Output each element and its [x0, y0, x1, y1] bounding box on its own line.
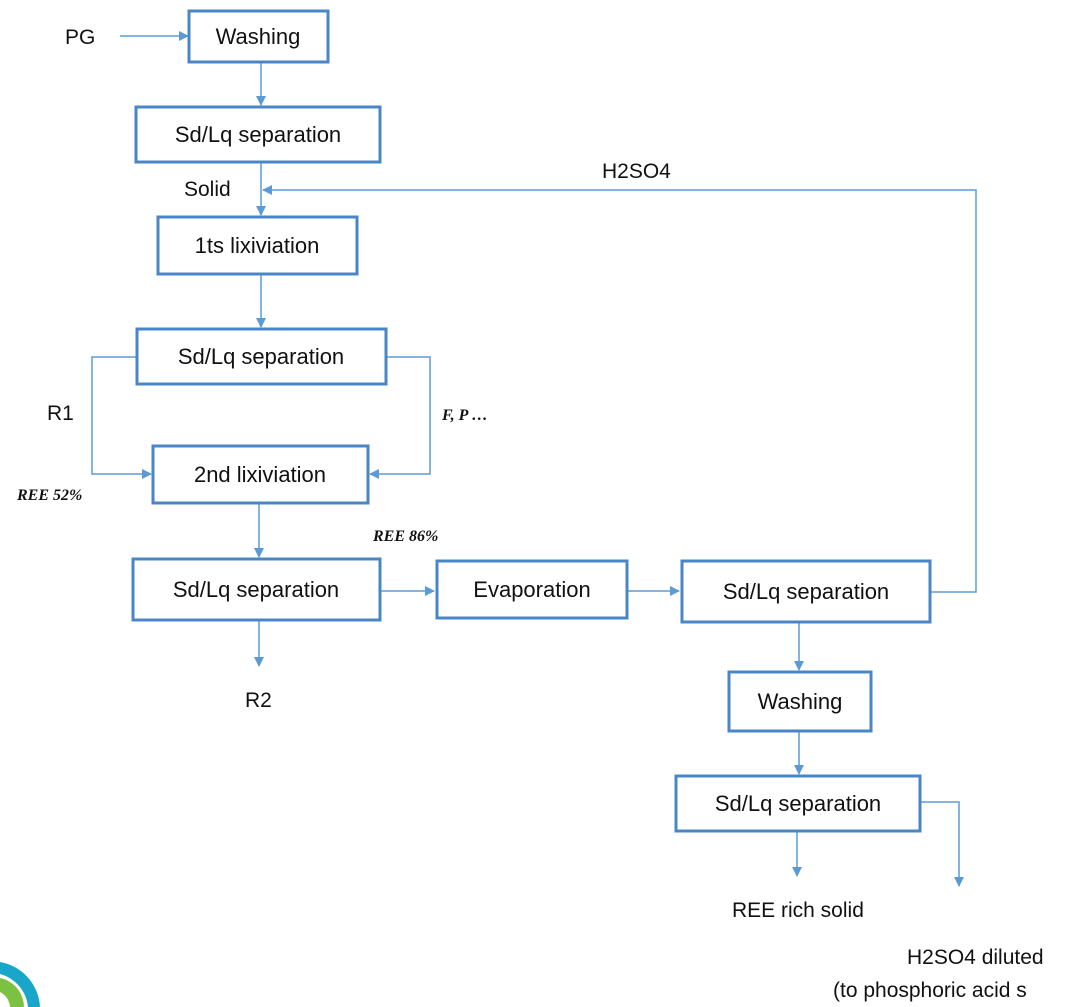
label-r1: R1	[47, 402, 74, 425]
node-2nd-lixiviation: 2nd lixiviation	[151, 444, 370, 505]
svg-text:1ts lixiviation: 1ts lixiviation	[195, 233, 320, 258]
svg-text:Sd/Lq separation: Sd/Lq separation	[715, 791, 881, 816]
label-r2: R2	[245, 689, 272, 712]
label-h2so4: H2SO4	[602, 160, 671, 183]
node-sd-lq-separation-4: Sd/Lq separation	[680, 559, 932, 624]
node-evaporation: Evaporation	[435, 559, 629, 620]
label-f-p: F, P …	[441, 407, 488, 424]
logo-icon	[0, 962, 40, 1007]
label-solid: Solid	[184, 178, 231, 201]
svg-text:Washing: Washing	[758, 689, 843, 714]
label-ree-rich-solid: REE rich solid	[732, 899, 864, 922]
svg-text:Washing: Washing	[216, 24, 301, 49]
node-sd-lq-separation-2: Sd/Lq separation	[135, 327, 388, 386]
label-h2so4-diluted: H2SO4 diluted	[907, 946, 1044, 969]
svg-text:Sd/Lq separation: Sd/Lq separation	[178, 344, 344, 369]
label-ree-86: REE 86%	[372, 528, 438, 545]
svg-text:Evaporation: Evaporation	[473, 577, 590, 602]
node-sd-lq-separation-3: Sd/Lq separation	[131, 557, 382, 622]
svg-text:Sd/Lq separation: Sd/Lq separation	[175, 122, 341, 147]
edge-h2so4-recycle	[262, 185, 977, 593]
label-to-phosphoric-acid: (to phosphoric acid s	[833, 979, 1027, 1002]
label-pg: PG	[65, 26, 95, 49]
edge-sep2-lix2-fp	[369, 356, 431, 479]
node-1st-lixiviation: 1ts lixiviation	[156, 215, 359, 276]
node-washing-2: Washing	[727, 670, 873, 733]
node-sd-lq-separation-5: Sd/Lq separation	[674, 774, 922, 833]
edges	[91, 31, 977, 887]
label-ree-52: REE 52%	[16, 487, 82, 504]
svg-text:Sd/Lq separation: Sd/Lq separation	[173, 577, 339, 602]
node-washing-1: Washing	[187, 9, 330, 64]
svg-text:2nd lixiviation: 2nd lixiviation	[194, 462, 326, 487]
node-sd-lq-separation-1: Sd/Lq separation	[134, 105, 382, 164]
edge-sep2-lix2-r1	[91, 356, 152, 479]
svg-text:Sd/Lq separation: Sd/Lq separation	[723, 579, 889, 604]
edge-sep5-h2so4-diluted	[920, 801, 964, 887]
